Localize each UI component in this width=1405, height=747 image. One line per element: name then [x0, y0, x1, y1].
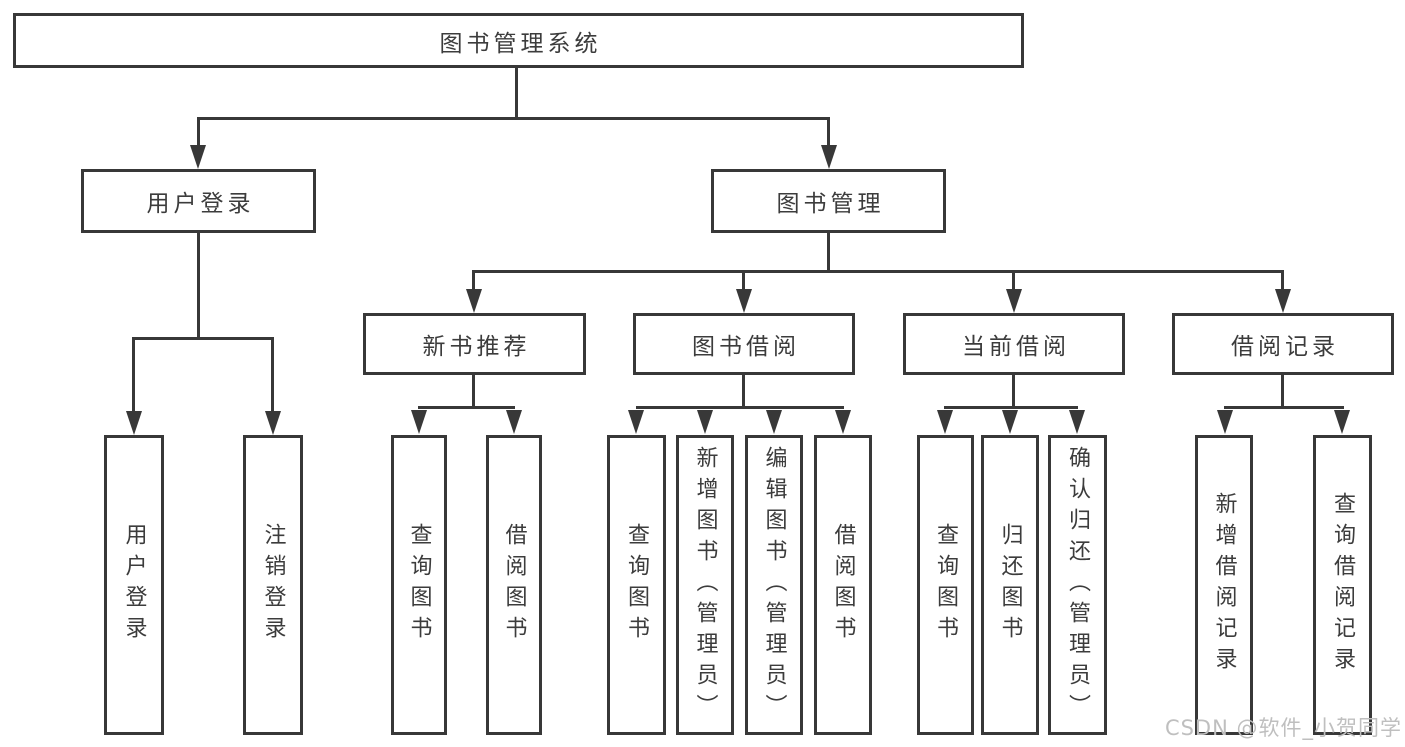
arrowhead-down-icon [697, 410, 713, 434]
connector-line [1012, 375, 1015, 406]
node-label: 编辑图书（管理员） [761, 445, 787, 725]
connector-line [474, 270, 1284, 273]
connector-line [472, 375, 475, 406]
connector-line [742, 270, 745, 291]
leaf-query-books-borrowing: 查询图书 [607, 435, 666, 735]
arrowhead-down-icon [1006, 289, 1022, 313]
node-label: 借阅记录 [1231, 334, 1339, 360]
connector-line [1281, 375, 1284, 406]
connector-line [132, 337, 135, 413]
connector-line [197, 233, 200, 337]
node-label: 归还图书 [997, 523, 1023, 647]
leaf-edit-books-admin: 编辑图书（管理员） [745, 435, 803, 735]
node-label: 新书推荐 [422, 334, 531, 360]
connector-line [197, 117, 200, 147]
arrowhead-down-icon [628, 410, 644, 434]
node-label: 借阅图书 [501, 523, 527, 647]
leaf-return-books: 归还图书 [981, 435, 1039, 735]
node-label: 查询借阅记录 [1330, 492, 1356, 678]
node-label: 查询图书 [406, 523, 432, 647]
arrowhead-down-icon [411, 410, 427, 434]
node-label: 查询图书 [933, 523, 959, 647]
node-label: 借阅图书 [830, 523, 856, 647]
leaf-query-books-current: 查询图书 [917, 435, 974, 735]
node-root-library-system: 图书管理系统 [13, 13, 1024, 68]
arrowhead-down-icon [506, 410, 522, 434]
arrowhead-down-icon [1069, 410, 1085, 434]
connector-line [944, 406, 1078, 409]
leaf-logout: 注销登录 [243, 435, 303, 735]
node-label: 新增借阅记录 [1211, 492, 1237, 678]
arrowhead-down-icon [466, 289, 482, 313]
node-label: 用户登录 [121, 523, 147, 647]
node-new-book-recommendation: 新书推荐 [363, 313, 586, 375]
arrowhead-down-icon [1002, 410, 1018, 434]
arrowhead-down-icon [1275, 289, 1291, 313]
connector-line [271, 337, 274, 413]
connector-line [1281, 270, 1284, 291]
connector-line [418, 406, 515, 409]
leaf-borrow-books: 借阅图书 [814, 435, 872, 735]
node-label: 图书管理系统 [439, 30, 602, 57]
leaf-query-books-recommend: 查询图书 [391, 435, 447, 735]
node-book-management: 图书管理 [711, 169, 946, 233]
arrowhead-down-icon [766, 410, 782, 434]
node-label: 图书借阅 [692, 334, 800, 360]
node-label: 新增图书（管理员） [692, 445, 718, 725]
node-user-login: 用户登录 [81, 169, 316, 233]
node-label: 注销登录 [260, 523, 286, 647]
arrowhead-down-icon [736, 289, 752, 313]
node-current-borrowing: 当前借阅 [903, 313, 1125, 375]
connector-line [472, 270, 475, 291]
arrowhead-down-icon [265, 411, 281, 435]
leaf-borrow-books-recommend: 借阅图书 [486, 435, 542, 735]
arrowhead-down-icon [821, 145, 837, 169]
node-book-borrowing: 图书借阅 [633, 313, 855, 375]
leaf-add-borrow-record: 新增借阅记录 [1195, 435, 1253, 735]
arrowhead-down-icon [126, 411, 142, 435]
connector-line [1224, 406, 1344, 409]
leaf-query-borrow-records: 查询借阅记录 [1313, 435, 1372, 735]
node-label: 确认归还（管理员） [1065, 445, 1091, 725]
csdn-watermark: CSDN @软件_小贺同学 [1164, 716, 1402, 740]
connector-line [827, 233, 830, 270]
connector-line [1012, 270, 1015, 291]
arrowhead-down-icon [1334, 410, 1350, 434]
arrowhead-down-icon [835, 410, 851, 434]
connector-line [742, 375, 745, 406]
node-borrowing-records: 借阅记录 [1172, 313, 1394, 375]
connector-line [133, 337, 274, 340]
leaf-confirm-return-admin: 确认归还（管理员） [1048, 435, 1107, 735]
connector-line [197, 117, 830, 120]
arrowhead-down-icon [1217, 410, 1233, 434]
leaf-add-books-admin: 新增图书（管理员） [676, 435, 734, 735]
connector-line [636, 406, 844, 409]
node-label: 查询图书 [624, 523, 650, 647]
connector-line [827, 117, 830, 147]
connector-line [515, 68, 518, 117]
leaf-user-login: 用户登录 [104, 435, 164, 735]
node-label: 当前借阅 [962, 334, 1070, 360]
arrowhead-down-icon [190, 145, 206, 169]
node-label: 用户登录 [146, 191, 255, 217]
node-label: 图书管理 [776, 191, 885, 217]
arrowhead-down-icon [937, 410, 953, 434]
